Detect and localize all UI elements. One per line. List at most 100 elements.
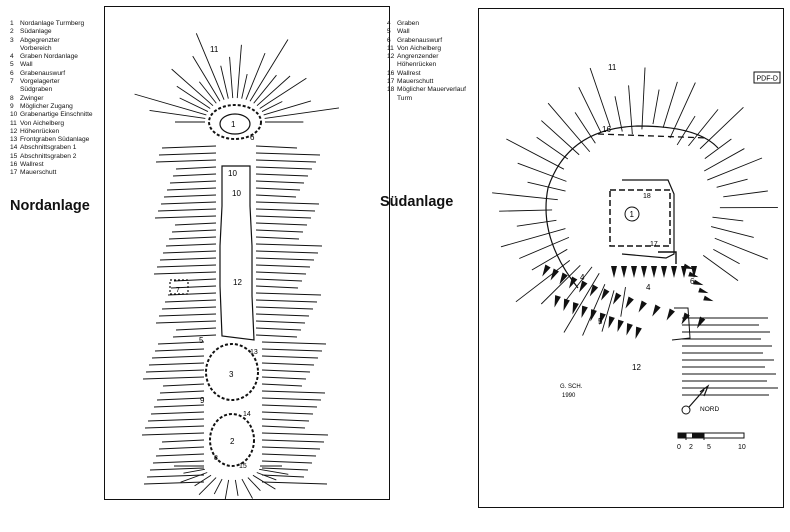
ditch-tooth — [698, 287, 709, 294]
hachure-line — [149, 467, 205, 471]
hachure-line — [255, 292, 322, 296]
right-outline — [545, 125, 719, 341]
hachure-line — [192, 55, 221, 102]
hachure-line — [255, 334, 298, 338]
legend-right-number: 12 — [387, 53, 395, 61]
hachure-line — [601, 290, 615, 332]
scale-tick-10: 10 — [738, 444, 746, 451]
hachure-line — [151, 355, 205, 359]
hachure-line — [168, 236, 217, 240]
hachure-line — [155, 320, 217, 324]
ditch-tooth — [579, 280, 588, 293]
right-label-18: 18 — [643, 193, 651, 200]
hachure-line — [153, 271, 217, 275]
right-label-5: 5 — [598, 317, 603, 326]
hachure-line — [710, 226, 754, 238]
hachure-line — [256, 472, 277, 481]
suedanlage-plan-svg: PDF-D 11 16 1 18 17 4 4 6 5 12 G. SCH. 1… — [478, 8, 784, 508]
hachure-line — [688, 109, 719, 147]
ditch-tooth — [612, 292, 622, 305]
hachure-line — [169, 180, 217, 184]
ditch-tooth — [666, 308, 675, 321]
hachure-line — [255, 208, 316, 212]
left-label-6: 6 — [250, 133, 255, 142]
legend-left-text: Südgraben — [20, 86, 53, 94]
hachure-line — [716, 178, 748, 188]
legend-right-text: Wall — [397, 28, 410, 36]
hachure-line — [565, 266, 593, 301]
hachure-line — [261, 411, 314, 415]
ditch-tooth — [599, 312, 606, 325]
hachure-line — [171, 229, 217, 233]
hachure-line — [261, 425, 306, 429]
hachure-line — [198, 81, 217, 104]
hachure-line — [161, 145, 217, 149]
hachure-line — [179, 97, 209, 112]
legend-left-text: Zwinger — [20, 94, 44, 102]
legend-right-text: Grabenauswurf — [397, 36, 443, 44]
hachure-line — [173, 278, 217, 282]
hachure-line — [699, 106, 744, 150]
hachure-line — [160, 201, 217, 205]
hachure-line — [156, 264, 217, 268]
hachure-line — [158, 446, 205, 450]
hachure-line — [162, 383, 205, 387]
hachure-line — [563, 272, 600, 333]
hachure-line — [241, 478, 253, 499]
legend-left-text: Südanlage — [20, 28, 52, 36]
ditch-tooth — [688, 271, 699, 278]
legend-left-number: 11 — [10, 119, 17, 127]
hachure-line — [255, 327, 302, 331]
hachure-line — [255, 257, 315, 261]
ditch-tooth — [703, 295, 714, 302]
hachure-line — [261, 376, 307, 380]
hachure-line — [261, 474, 305, 478]
hachure-line — [492, 192, 558, 201]
hachure-line — [224, 479, 230, 501]
hachure-line — [167, 292, 217, 296]
hachure-line — [506, 138, 565, 170]
hachure-line — [158, 152, 217, 156]
ditch-tooth — [671, 266, 677, 278]
legend-left-number: 9 — [10, 102, 14, 110]
hachure-line — [159, 257, 217, 261]
hachure-line — [255, 166, 313, 170]
hachure-line — [662, 81, 678, 128]
hachure-line — [255, 229, 304, 233]
hachure-line — [255, 285, 299, 289]
hachure-line — [261, 453, 317, 457]
legend-left-number: 16 — [10, 161, 18, 169]
ditch-tooth — [601, 288, 610, 301]
hachure-line — [261, 390, 326, 394]
legend-left-row: Südgraben — [10, 86, 93, 94]
hachure-line — [255, 320, 306, 324]
legend-left-text: Grabenauswurf — [20, 69, 66, 77]
hachure-line — [255, 201, 320, 205]
ditch-tooth — [589, 284, 599, 297]
signature-year: 1990 — [562, 393, 576, 399]
left-label-9: 9 — [200, 396, 205, 405]
hachure-line — [255, 159, 317, 163]
legend-right-text: Turm — [397, 94, 413, 102]
hachure-line — [145, 369, 205, 373]
legend-left-text: Von Aichelberg — [20, 119, 64, 127]
pdf-badge: PDF-D — [757, 76, 778, 83]
legend-left-text: Wallrest — [20, 161, 44, 169]
hachure-line — [255, 250, 319, 254]
scale-bar — [677, 432, 745, 440]
legend-right-text: Höhenrücken — [397, 61, 437, 69]
hachure-line — [183, 468, 205, 474]
legend-left-row: Vorbereich — [10, 45, 93, 53]
ditch-tooth — [681, 312, 690, 325]
hachure-line — [255, 180, 305, 184]
